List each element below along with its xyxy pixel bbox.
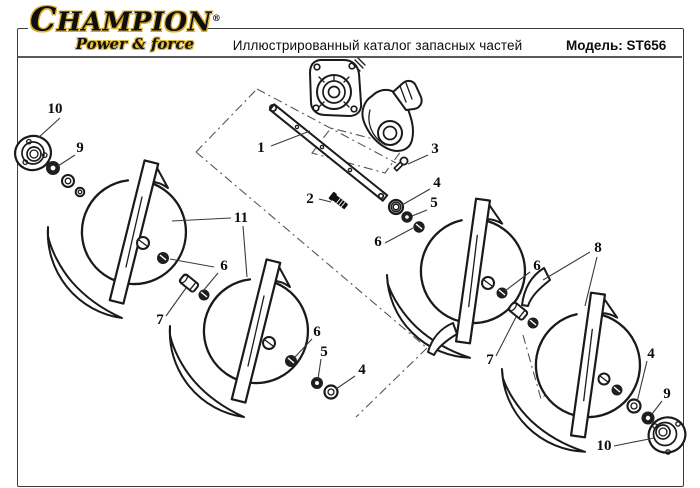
callout-number-4: 4: [433, 175, 441, 191]
flange-bearing-right: [647, 416, 687, 455]
shear-pin-c: [496, 287, 508, 299]
callout-number-7: 7: [156, 312, 164, 328]
champion-logo: CHAMPION® Power & force: [28, 0, 222, 53]
leader-line-9: [651, 400, 663, 415]
leader-line-4: [636, 360, 648, 403]
registered-mark: ®: [211, 14, 222, 24]
hub-bolt-auger-3: [481, 276, 495, 290]
pin-right: [413, 221, 425, 233]
nut-right: [401, 211, 413, 223]
callout-number-6: 6: [220, 258, 228, 274]
hub-bolt-auger-2: [262, 336, 276, 350]
washer-mid: [323, 384, 339, 400]
hub-bolt-auger-1: [136, 236, 150, 250]
leader-line-6: [293, 338, 313, 359]
callouts-layer: 10 9 1 2 3 4 5 6 11 6 7 6 5 4 6 7 8 4 9 10: [37, 101, 671, 454]
callout-number-6: 6: [313, 324, 321, 340]
hub-bolt-auger-4: [597, 372, 611, 386]
callout-number-8: 8: [594, 240, 602, 256]
leader-line-3: [407, 154, 429, 165]
leader-line-1: [270, 130, 311, 147]
callout-number-10: 10: [597, 438, 612, 454]
auger-shaft: [268, 103, 389, 202]
leader-line-5: [317, 358, 322, 380]
bolt-3: [393, 156, 409, 172]
callout-number-10: 10: [48, 101, 63, 117]
callout-number-9: 9: [663, 386, 671, 402]
leader-line-8: [542, 251, 591, 281]
header-divider-line: [18, 56, 682, 58]
callout-number-5: 5: [320, 344, 328, 360]
spacer-left: [74, 186, 86, 198]
leader-line-4: [335, 375, 356, 390]
leader-line-5: [411, 209, 428, 217]
callout-number-4: 4: [647, 346, 655, 362]
shear-pin-b: [198, 289, 210, 301]
shear-pin-e: [611, 384, 623, 396]
leader-line-2: [318, 198, 332, 203]
page-title: Иллюстрированный каталог запасных частей: [232, 38, 523, 53]
leader-line-7: [165, 287, 187, 317]
shear-pin-a: [157, 252, 169, 264]
leader-line-10: [37, 117, 61, 139]
spacer-sleeve-left: [177, 272, 201, 294]
washer-far-right: [626, 398, 642, 414]
leader-line-11: [171, 217, 232, 222]
shear-pin-mid: [285, 355, 297, 367]
lock-nut-right: [641, 411, 655, 425]
leader-line-8: [584, 256, 598, 307]
washer-left: [61, 174, 75, 188]
brand-wordmark: CHAMPION®: [30, 0, 222, 39]
assembly-axis-lines: [195, 88, 604, 418]
callout-number-11: 11: [234, 210, 248, 226]
washer-right: [387, 198, 405, 216]
callout-number-1: 1: [257, 140, 265, 156]
nut-mid: [311, 377, 323, 389]
gearbox-housing-right: [361, 79, 423, 152]
model-label: Модель: ST656: [566, 38, 667, 53]
flight-fin-right: [521, 267, 551, 307]
bolt-2: [328, 191, 348, 210]
flight-fin-left: [427, 322, 458, 356]
callout-number-9: 9: [76, 140, 84, 156]
callout-number-3: 3: [431, 141, 439, 157]
brand-tagline: Power & force: [75, 34, 194, 53]
callout-number-6: 6: [533, 258, 541, 274]
lock-nut-left: [46, 161, 60, 175]
callout-number-2: 2: [306, 191, 314, 207]
leader-line-6: [384, 227, 414, 244]
callout-number-7: 7: [486, 352, 494, 368]
leader-line-6: [202, 272, 219, 292]
leader-line-7: [495, 316, 517, 357]
flange-bearing-left: [13, 134, 53, 172]
shear-pin-d: [527, 317, 539, 329]
leader-line-10: [613, 437, 655, 447]
leader-line-11: [242, 225, 248, 278]
gearbox-housing-left: [309, 57, 366, 117]
page-border-frame: [17, 28, 684, 487]
callout-number-6: 6: [374, 234, 382, 250]
leader-line-6: [504, 271, 531, 292]
leader-line-6: [169, 258, 215, 268]
leader-line-9: [57, 154, 76, 167]
leader-line-4: [401, 188, 431, 206]
callout-number-5: 5: [430, 195, 438, 211]
callout-number-4: 4: [358, 362, 366, 378]
brand-text: HAMPION: [56, 7, 212, 38]
